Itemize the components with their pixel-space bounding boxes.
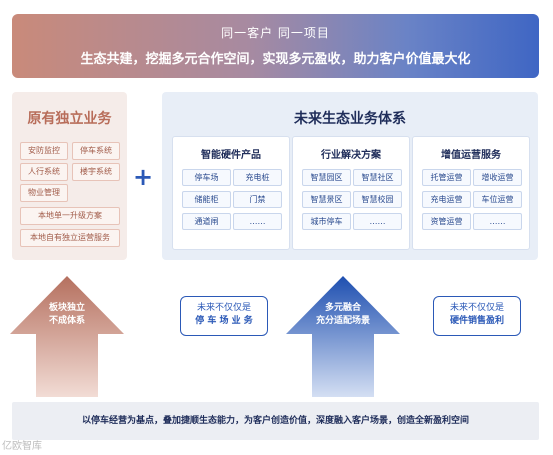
callout-line1: 未来不仅仅是	[196, 303, 251, 313]
legacy-item: 安防监控	[20, 142, 68, 160]
bottom-summary: 以停车经营为基点，叠加捷顺生态能力，为客户创造价值，深度融入客户场景，创造全新盈…	[12, 402, 539, 440]
legacy-item: 停车系统	[72, 142, 120, 160]
watermark-logo: 亿欧智库	[2, 441, 42, 452]
card-title: 增值运营服务	[441, 150, 501, 161]
left-arrow-line1: 板块独立	[48, 303, 85, 313]
callout-line2: 停 车 场 业 务	[195, 316, 253, 326]
card-item: 智慧校园	[353, 191, 402, 208]
card-item: 增收运营	[473, 169, 522, 186]
right-arrow-label: 多元融合 充分适配场景	[306, 302, 380, 328]
banner-line2: 生态共建，挖掘多元合作空间，实现多元盈收，助力客户价值最大化	[80, 52, 471, 67]
legacy-item: 本地自有独立运营服务	[20, 229, 120, 247]
card-item: 通道闸	[182, 213, 231, 230]
card-item: ……	[473, 213, 522, 230]
card-item: 车位运营	[473, 191, 522, 208]
card-item: ……	[233, 213, 282, 230]
card-item: 充电运营	[422, 191, 471, 208]
plus-icon: +	[133, 163, 154, 191]
card-item: 智慧社区	[353, 169, 402, 186]
callout-parking: 未来不仅仅是 停 车 场 业 务	[180, 296, 268, 336]
card-item: 充电桩	[233, 169, 282, 186]
card-item: 托管运营	[422, 169, 471, 186]
right-up-arrow-icon	[286, 276, 400, 397]
callout-line2: 硬件销售盈利	[449, 316, 504, 326]
right-arrow-line2: 充分适配场景	[315, 316, 370, 326]
future-ecosystem-title: 未来生态业务体系	[294, 111, 406, 127]
top-banner: 同一客户 同一项目 生态共建，挖掘多元合作空间，实现多元盈收，助力客户价值最大化	[12, 14, 539, 78]
legacy-item: 楼宇系统	[72, 163, 120, 181]
left-arrow-line2: 不成体系	[48, 316, 85, 326]
legacy-item: 物业管理	[20, 184, 68, 202]
card-item: 储能柜	[182, 191, 231, 208]
card-item: ……	[353, 213, 402, 230]
left-up-arrow-icon	[10, 276, 124, 397]
card-item: 智慧景区	[302, 191, 351, 208]
callout-hardware: 未来不仅仅是 硬件销售盈利	[433, 296, 521, 336]
legacy-item: 人行系统	[20, 163, 68, 181]
legacy-business-panel: 原有独立业务 安防监控 停车系统 人行系统 楼宇系统 物业管理 本地单一升级方案…	[12, 92, 127, 260]
legacy-item: 本地单一升级方案	[20, 207, 120, 225]
card-item: 智慧园区	[302, 169, 351, 186]
banner-line1: 同一客户 同一项目	[221, 26, 330, 40]
card-title: 行业解决方案	[321, 150, 381, 161]
legacy-business-title: 原有独立业务	[27, 111, 112, 127]
card-item: 门禁	[233, 191, 282, 208]
left-arrow-label: 板块独立 不成体系	[36, 302, 98, 328]
card-solutions: 行业解决方案 智慧园区 智慧社区 智慧景区 智慧校园 城市停车 ……	[292, 136, 410, 250]
card-item: 资管运营	[422, 213, 471, 230]
future-ecosystem-panel: 未来生态业务体系 智能硬件产品 停车场 充电桩 储能柜 门禁 通道闸 …… 行业…	[162, 92, 538, 260]
card-hardware: 智能硬件产品 停车场 充电桩 储能柜 门禁 通道闸 ……	[172, 136, 290, 250]
card-item: 城市停车	[302, 213, 351, 230]
right-arrow-line1: 多元融合	[324, 303, 361, 313]
card-item: 停车场	[182, 169, 231, 186]
card-operations: 增值运营服务 托管运营 增收运营 充电运营 车位运营 资管运营 ……	[412, 136, 530, 250]
card-title: 智能硬件产品	[201, 150, 261, 161]
callout-line1: 未来不仅仅是	[449, 303, 504, 313]
